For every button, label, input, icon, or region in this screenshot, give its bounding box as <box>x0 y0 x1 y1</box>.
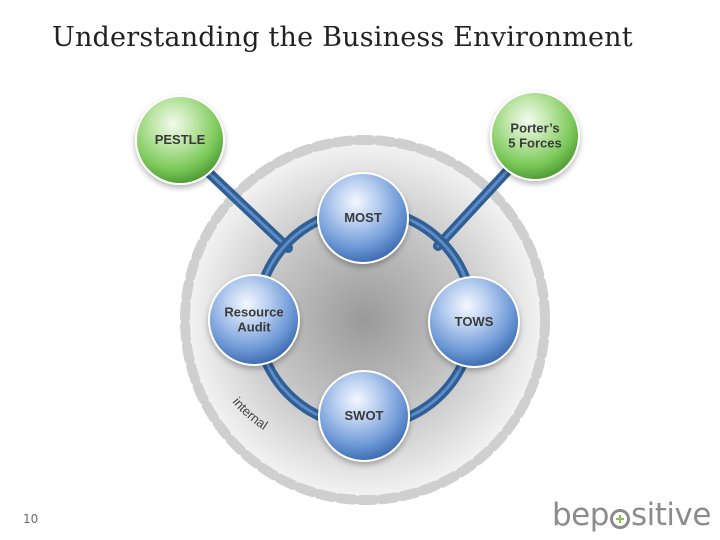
external-node-circle <box>135 95 225 185</box>
internal-node-circle <box>208 274 300 366</box>
external-node-label: PESTLE <box>155 132 206 147</box>
internal-node-tows: TOWS <box>428 276 520 368</box>
external-node-label: Porter’s <box>510 121 559 136</box>
slide-title: Understanding the Business Environment <box>52 22 633 53</box>
connector-pestle-highlight <box>206 170 290 250</box>
bepositive-logo: bep sitive <box>552 500 711 531</box>
logo-text-prefix: bep <box>552 497 609 533</box>
outer-dashed-ring <box>180 135 550 505</box>
internal-node-label: TOWS <box>455 314 494 329</box>
internal-node-label: Audit <box>237 320 271 335</box>
connector-porters-highlight <box>436 164 514 248</box>
logo-text-suffix: sitive <box>630 497 711 533</box>
internal-node-circle <box>317 172 409 264</box>
internal-node-swot: SWOT <box>318 370 410 462</box>
internal-node-circle <box>318 370 410 462</box>
internal-node-label: MOST <box>344 210 382 225</box>
external-node-label: 5 Forces <box>508 136 561 151</box>
external-node-circle <box>490 91 580 181</box>
page-number: 10 <box>23 512 39 526</box>
external-node-pestle: PESTLE <box>135 95 225 185</box>
external-node-porter-s-5-forces: Porter’s5 Forces <box>490 91 580 181</box>
internal-node-label: Resource <box>224 305 283 320</box>
internal-node-label: SWOT <box>345 408 384 423</box>
internal-node-most: MOST <box>317 172 409 264</box>
internal-node-circle <box>428 276 520 368</box>
logo-plus-mark-icon <box>609 508 630 529</box>
